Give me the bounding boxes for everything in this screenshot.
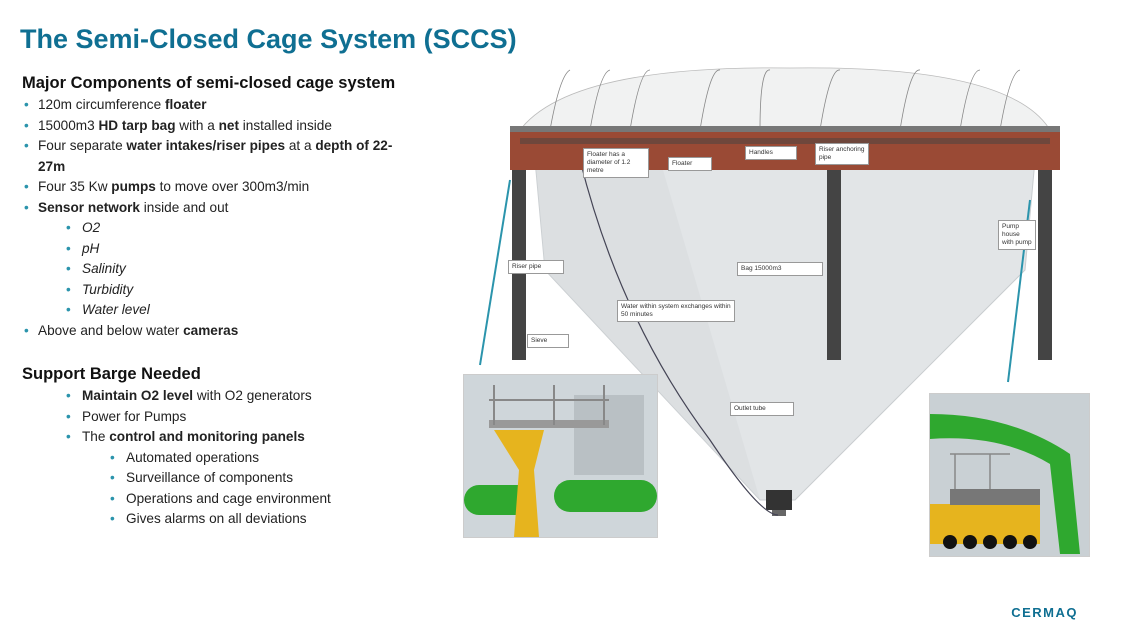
label-outlet: Outlet tube <box>730 402 794 416</box>
photo-pump-house <box>929 393 1090 557</box>
major-heading: Major Components of semi-closed cage sys… <box>22 74 396 92</box>
label-handles: Handles <box>745 146 797 160</box>
panel-sub-list: Automated operations Surveillance of com… <box>22 448 482 530</box>
text-column: Major Components of semi-closed cage sys… <box>22 74 482 530</box>
riser-pipe-right <box>1038 170 1052 360</box>
list-item: Water level <box>22 300 482 321</box>
list-item: Operations and cage environment <box>22 489 482 510</box>
outlet-bottom <box>772 510 786 516</box>
list-item: 120m circumference floater <box>22 95 482 116</box>
label-floater: Floater <box>668 157 712 171</box>
list-item: The control and monitoring panels <box>22 427 482 448</box>
label-exchange: Water within system exchanges within 50 … <box>617 300 735 322</box>
support-list: Maintain O2 level with O2 generators Pow… <box>22 386 482 448</box>
support-heading: Support Barge Needed <box>22 365 201 383</box>
label-bag: Bag 15000m3 <box>737 262 823 276</box>
photo-riser-closeup-image <box>464 375 657 537</box>
outlet-hose <box>579 159 779 516</box>
photo-riser-closeup <box>463 374 658 538</box>
callout-line-left <box>479 179 511 366</box>
net-canopy <box>519 67 1051 131</box>
list-item: Salinity <box>22 259 482 280</box>
riser-pipe-center <box>827 170 841 360</box>
list-item: Four 35 Kw pumps to move over 300m3/min <box>22 177 482 198</box>
list-item: 15000m3 HD tarp bag with a net installed… <box>22 116 482 137</box>
list-item: pH <box>22 239 482 260</box>
label-sieve: Sieve <box>527 334 569 348</box>
list-item: Sensor network inside and out O2 pH Sali… <box>22 198 482 321</box>
list-item: Maintain O2 level with O2 generators <box>22 386 482 407</box>
list-item: Four separate water intakes/riser pipes … <box>22 136 418 177</box>
list-item: O2 <box>22 218 482 239</box>
list-item: Gives alarms on all deviations <box>22 509 482 530</box>
label-pump-house: Pump house with pump <box>998 220 1036 250</box>
label-floater-diameter: Floater has a diameter of 1.2 metre <box>583 148 649 178</box>
canopy-ropes <box>549 69 1021 131</box>
bag-shade <box>535 160 760 500</box>
list-item: Above and below water cameras <box>22 321 482 342</box>
sensor-list: O2 pH Salinity Turbidity Water level <box>22 218 482 321</box>
list-item: Power for Pumps <box>22 407 482 428</box>
list-item: Surveillance of components <box>22 468 482 489</box>
major-list: 120m circumference floater 15000m3 HD ta… <box>22 95 482 341</box>
label-riser-pipe: Riser pipe <box>508 260 564 274</box>
floater-rail <box>510 126 1060 132</box>
company-logo: CERMAQ <box>1011 605 1078 620</box>
slide-title: The Semi-Closed Cage System (SCCS) <box>20 24 517 54</box>
list-item: Automated operations <box>22 448 482 469</box>
list-item: Turbidity <box>22 280 482 301</box>
photo-pump-house-image <box>930 394 1089 556</box>
label-riser-anchor: Riser anchoring pipe <box>815 143 869 165</box>
floater-top <box>520 138 1050 144</box>
outlet-block <box>766 490 792 510</box>
